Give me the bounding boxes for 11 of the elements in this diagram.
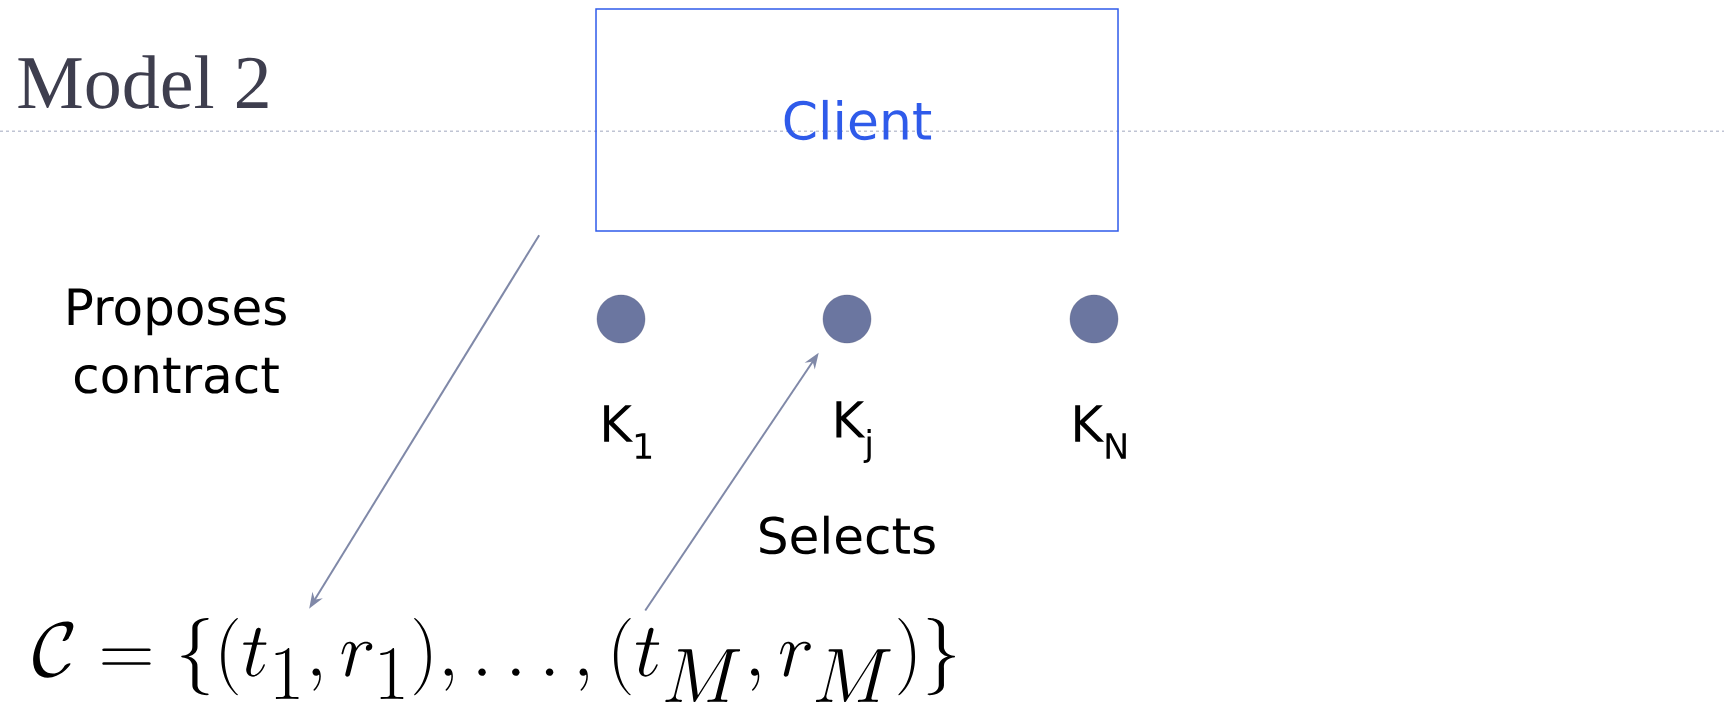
edge-label: Selects: [760, 515, 935, 555]
node-label: K$_{N}$: [1075, 405, 1126, 459]
node-label: K$_{j}$: [836, 401, 871, 463]
formula: $\mathcal{C} = \{(t_1, r_1), \ldots, (t_M, r_M)\}$: [33, 618, 956, 702]
client-box: Client: [595, 8, 1119, 232]
dot: [1069, 294, 1119, 344]
dot: [596, 294, 646, 344]
node-label: K$_{1}$: [604, 405, 652, 459]
title: Model 2: [18, 55, 268, 109]
edge-label: Proposes contract: [68, 288, 286, 394]
dot: [822, 294, 872, 344]
